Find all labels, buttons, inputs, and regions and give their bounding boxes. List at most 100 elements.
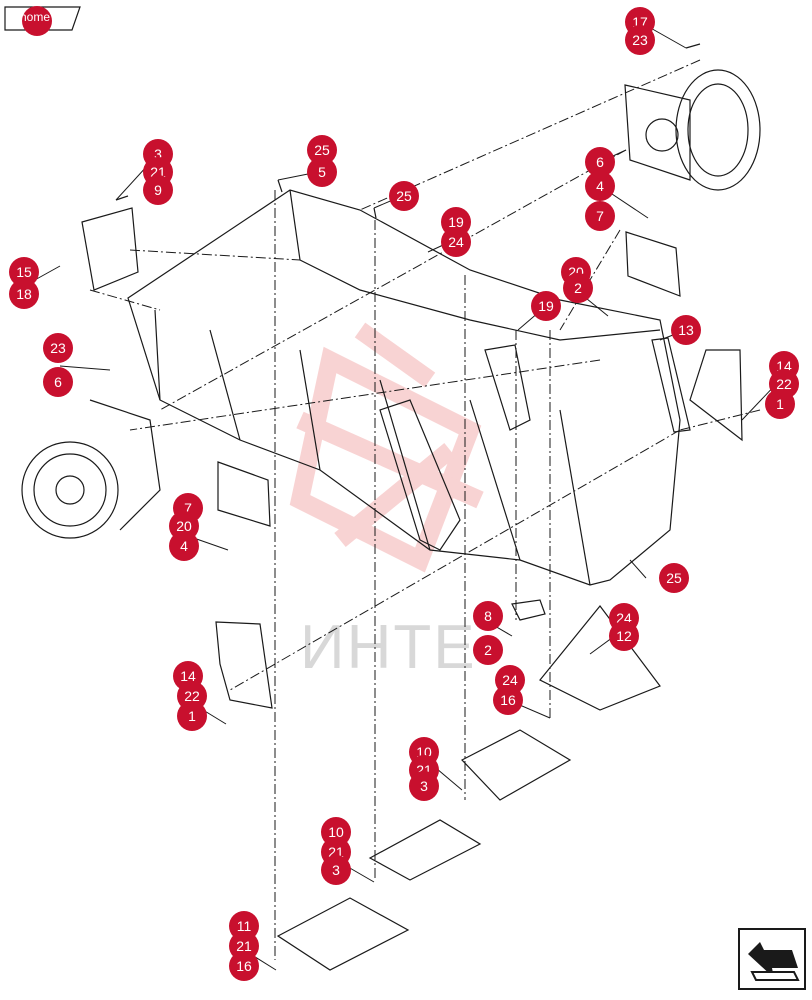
- callout-23[interactable]: 23: [625, 25, 655, 55]
- callout-circle: [307, 135, 337, 165]
- callout-13[interactable]: 13: [671, 315, 701, 345]
- callout-15[interactable]: 15: [9, 257, 39, 287]
- callout-5[interactable]: 5: [307, 157, 337, 187]
- callout-number: 11: [237, 918, 252, 934]
- callout-circle: [321, 855, 351, 885]
- next-page-arrow-icon[interactable]: [738, 928, 808, 992]
- callout-circle: [531, 291, 561, 321]
- callout-number: 4: [596, 178, 604, 194]
- callout-number: 25: [666, 570, 682, 586]
- callout-number: 24: [502, 672, 518, 688]
- callout-number: 2: [574, 280, 582, 296]
- callout-number: 12: [616, 628, 632, 644]
- home-dot-icon: [22, 6, 52, 36]
- callout-circle: [441, 227, 471, 257]
- callout-circle: [493, 685, 523, 715]
- callout-number: 3: [154, 146, 162, 162]
- callout-number: 21: [236, 938, 252, 954]
- callout-circle: [177, 701, 207, 731]
- callout-3[interactable]: 3: [321, 855, 351, 885]
- callout-1[interactable]: 1: [177, 701, 207, 731]
- callout-number: 16: [236, 958, 252, 974]
- callout-4[interactable]: 4: [585, 171, 615, 201]
- callout-circle: [9, 279, 39, 309]
- callout-number: 22: [184, 688, 200, 704]
- callout-number: 25: [396, 188, 412, 204]
- callout-24[interactable]: 24: [441, 227, 471, 257]
- callout-18[interactable]: 18: [9, 279, 39, 309]
- callout-16[interactable]: 16: [493, 685, 523, 715]
- callout-4[interactable]: 4: [169, 531, 199, 561]
- callout-circle: [143, 175, 173, 205]
- callout-23[interactable]: 23: [43, 333, 73, 363]
- callout-1[interactable]: 1: [765, 389, 795, 419]
- callout-number: 5: [318, 164, 326, 180]
- callout-circle: [473, 635, 503, 665]
- watermark-text: ИНТЕ: [300, 613, 477, 682]
- callout-circle: [229, 951, 259, 981]
- callout-number: 1: [188, 708, 196, 724]
- callout-number: 10: [328, 824, 344, 840]
- callout-circle: [563, 273, 593, 303]
- callout-number: 25: [314, 142, 330, 158]
- callout-circle: [307, 157, 337, 187]
- callout-circle: [585, 201, 615, 231]
- callout-circle: [43, 367, 73, 397]
- callout-circle: [9, 257, 39, 287]
- callout-number: 19: [538, 298, 554, 314]
- callout-circle: [43, 333, 73, 363]
- callout-circle: [671, 315, 701, 345]
- callout-25[interactable]: 25: [659, 563, 689, 593]
- callout-3[interactable]: 3: [409, 771, 439, 801]
- callout-6[interactable]: 6: [585, 147, 615, 177]
- callout-7[interactable]: 7: [585, 201, 615, 231]
- callout-number: 23: [632, 32, 648, 48]
- callout-number: 24: [448, 234, 464, 250]
- callout-circle: [609, 621, 639, 651]
- callout-number: 7: [184, 500, 192, 516]
- callout-25[interactable]: 25: [307, 135, 337, 165]
- callout-number: 15: [16, 264, 32, 280]
- callout-number: 3: [420, 778, 428, 794]
- callout-number: 13: [678, 322, 694, 338]
- callout-9[interactable]: 9: [143, 175, 173, 205]
- callout-number: 22: [776, 376, 792, 392]
- callout-number: 20: [176, 518, 192, 534]
- callout-circle: [389, 181, 419, 211]
- callout-8[interactable]: 8: [473, 601, 503, 631]
- callout-number: 2: [484, 642, 492, 658]
- callout-25[interactable]: 25: [389, 181, 419, 211]
- home-label: home: [20, 10, 51, 24]
- callout-number: 16: [500, 692, 516, 708]
- callout-circle: [585, 147, 615, 177]
- callout-number: 19: [448, 214, 464, 230]
- callout-6[interactable]: 6: [43, 367, 73, 397]
- callout-number: 18: [16, 286, 32, 302]
- callout-circle: [473, 601, 503, 631]
- callout-number: 4: [180, 538, 188, 554]
- callout-number: 1: [776, 396, 784, 412]
- callout-16[interactable]: 16: [229, 951, 259, 981]
- callout-number: 7: [596, 208, 604, 224]
- callout-circle: [765, 389, 795, 419]
- callout-number: 14: [180, 668, 196, 684]
- callout-number: 8: [484, 608, 492, 624]
- callout-2[interactable]: 2: [563, 273, 593, 303]
- callout-12[interactable]: 12: [609, 621, 639, 651]
- callout-circle: [585, 171, 615, 201]
- callout-circle: [659, 563, 689, 593]
- callout-number: 6: [596, 154, 604, 170]
- callout-number: 6: [54, 374, 62, 390]
- callout-2[interactable]: 2: [473, 635, 503, 665]
- callout-number: 23: [50, 340, 66, 356]
- callout-circle: [169, 531, 199, 561]
- callout-circle: [409, 771, 439, 801]
- callout-circle: [625, 25, 655, 55]
- callout-number: 3: [332, 862, 340, 878]
- callout-19[interactable]: 19: [531, 291, 561, 321]
- home-button[interactable]: home: [4, 4, 81, 36]
